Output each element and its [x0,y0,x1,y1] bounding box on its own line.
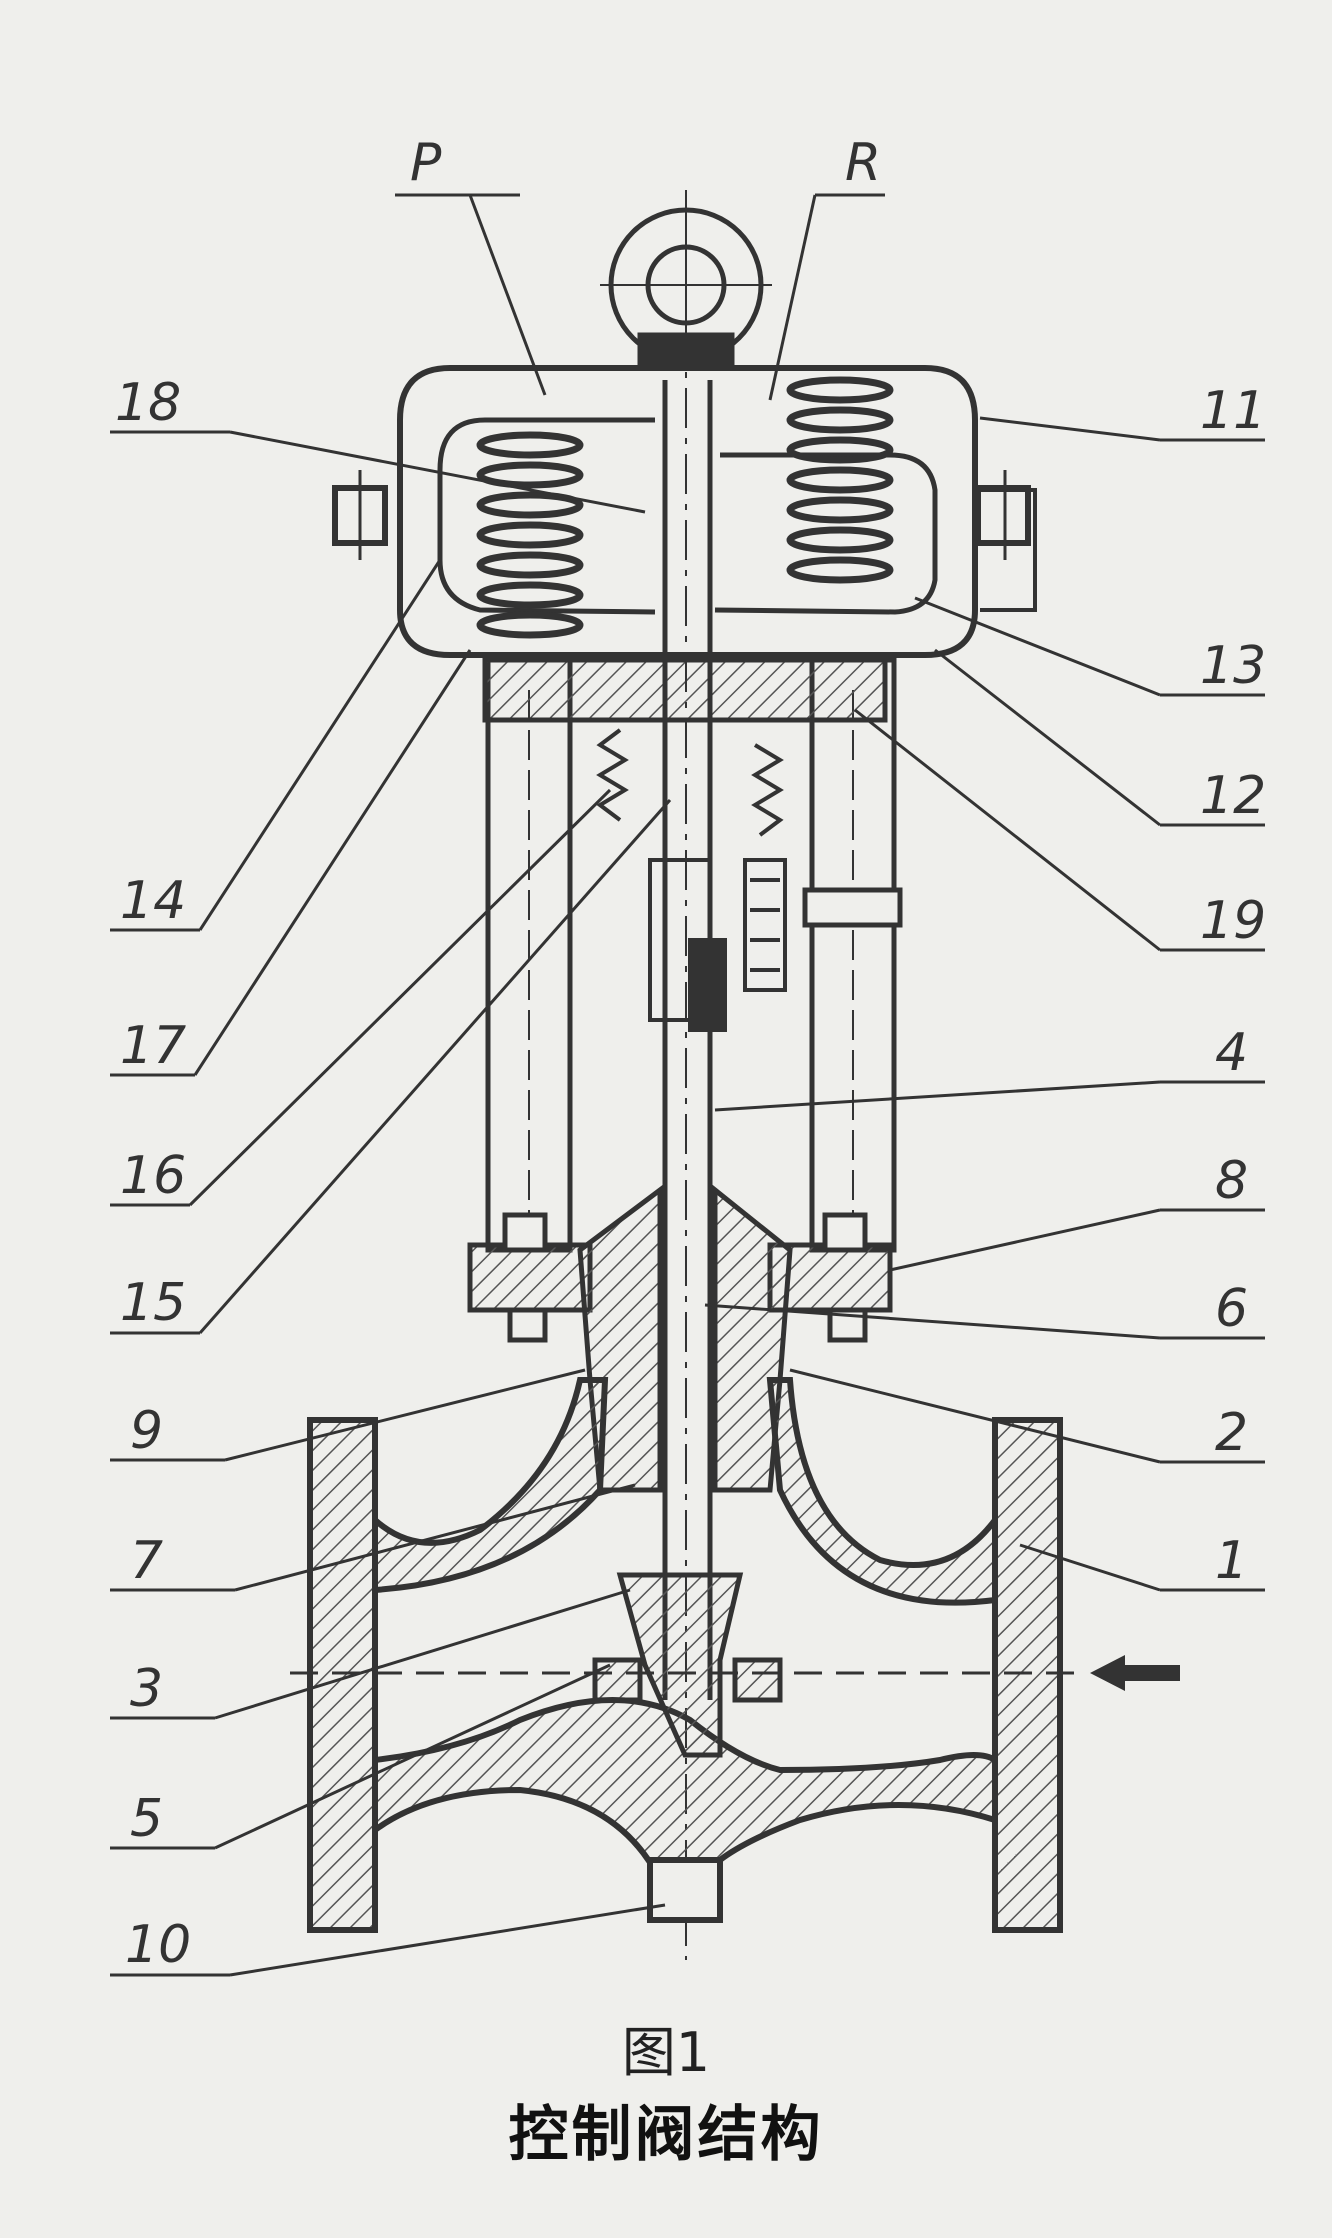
label-13: 13 [1200,636,1266,696]
label-1: 1 [1215,1531,1248,1591]
label-8: 8 [1215,1151,1248,1211]
label-10: 10 [125,1915,191,1975]
figure-number: 图1 [621,2021,711,2084]
spring-right [786,376,894,584]
label-16: 16 [120,1146,186,1206]
plug-seat [592,1572,783,1758]
figure-title: 控制阀结构 [508,2100,824,2170]
label-3: 3 [130,1659,163,1719]
label-19: 19 [1200,891,1266,951]
label-p: P [410,133,442,193]
label-r: R [845,133,881,193]
bellows-indicator [596,728,787,1032]
label-15: 15 [120,1273,186,1333]
label-4: 4 [1215,1023,1248,1083]
bonnet [467,1184,893,1493]
label-11: 11 [1200,381,1266,441]
label-5: 5 [130,1789,163,1849]
label-2: 2 [1215,1403,1248,1463]
leader-lines [110,193,1265,1977]
label-17: 17 [120,1016,186,1076]
label-9: 9 [130,1401,163,1461]
valve-body [307,1377,1063,1933]
label-7: 7 [130,1531,163,1591]
part-labels: P R 18 14 17 16 15 9 7 3 5 10 11 13 12 1… [115,133,1266,1975]
label-6: 6 [1215,1279,1248,1339]
label-12: 12 [1200,766,1266,826]
actuator-housing [332,365,1037,658]
flow-arrow [290,1655,1180,1691]
label-18: 18 [115,373,181,433]
label-14: 14 [120,871,186,931]
spring-left [476,431,584,639]
